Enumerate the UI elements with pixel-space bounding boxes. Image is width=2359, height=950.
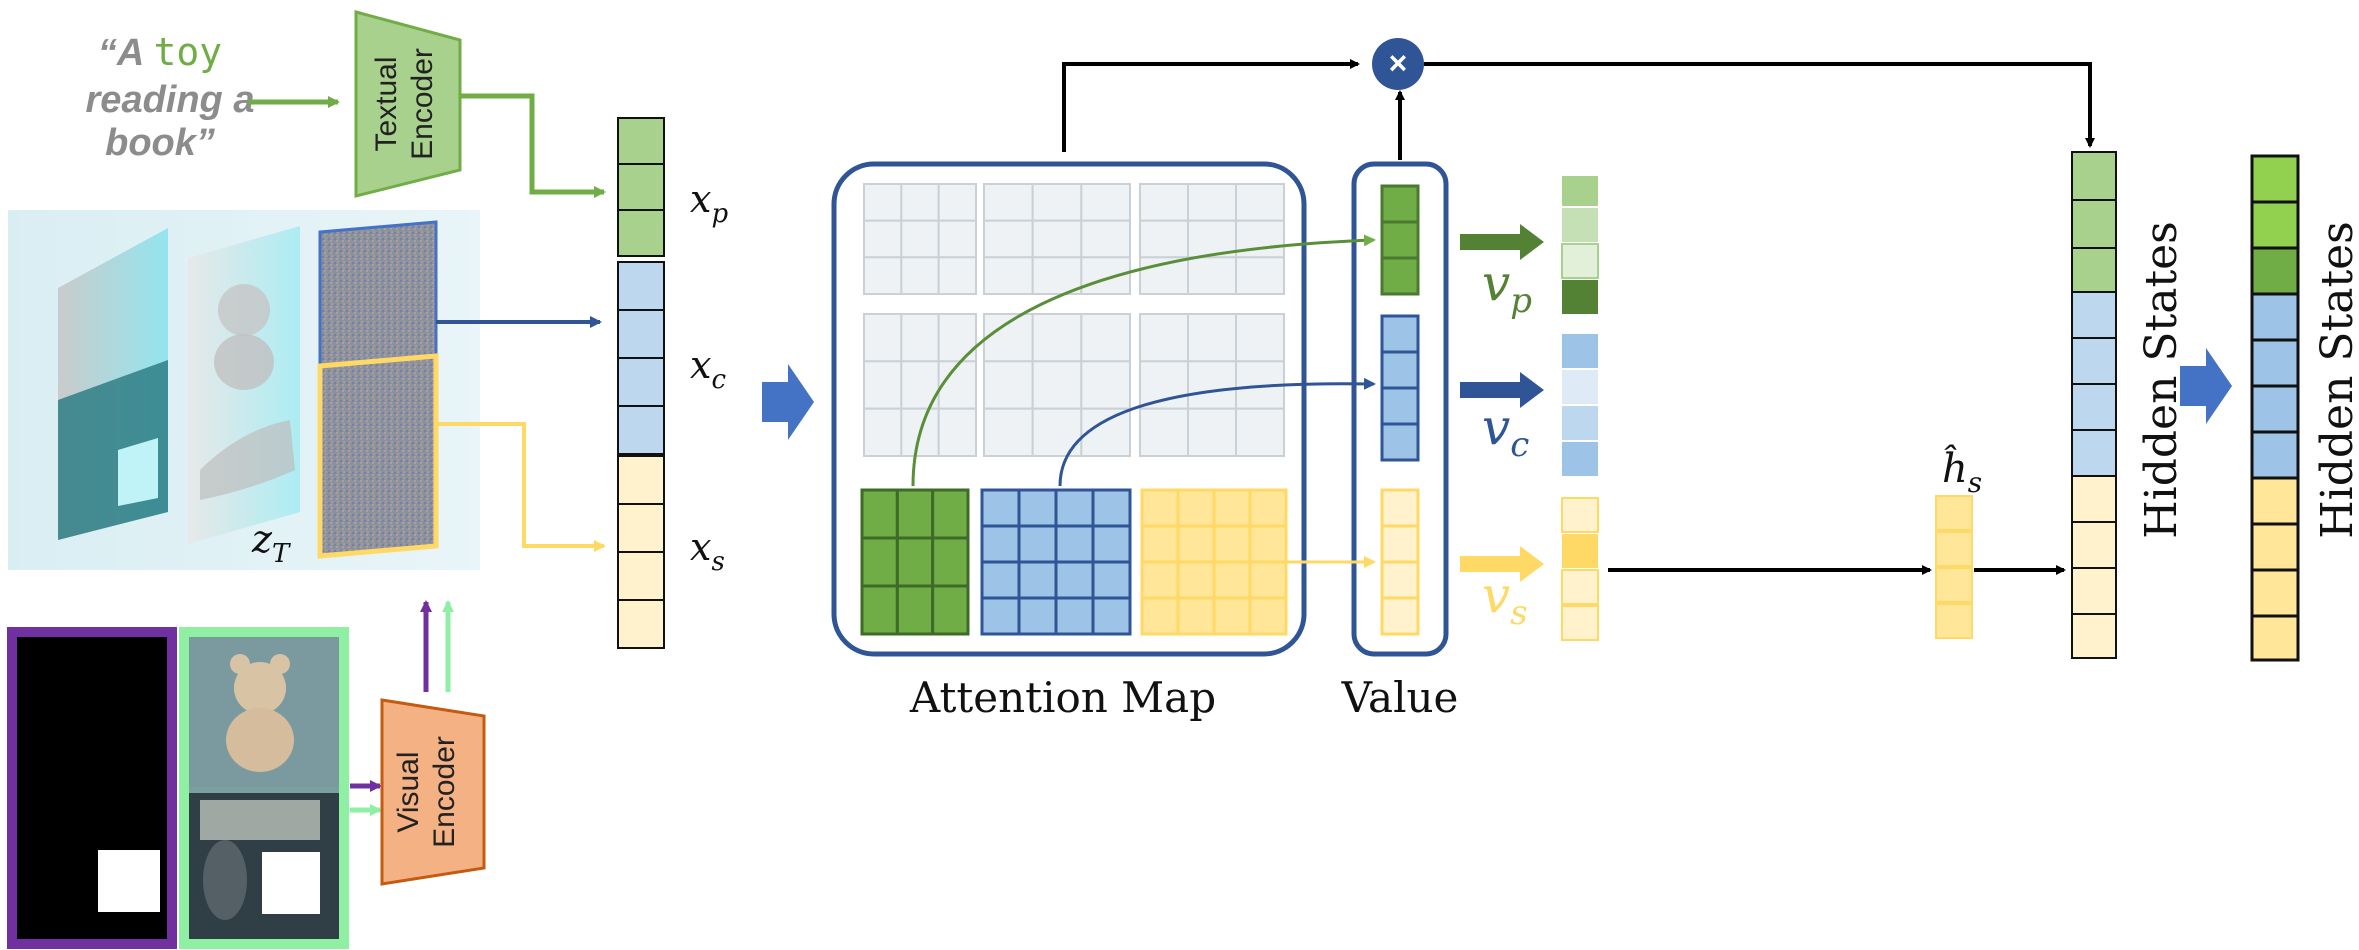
xs-base: x bbox=[690, 525, 711, 569]
faded-block bbox=[983, 183, 1132, 296]
weighted-strip-s bbox=[1561, 497, 1599, 641]
multiply-to-hidden-arrow bbox=[1424, 62, 2095, 148]
svg-text:vp: vp bbox=[1482, 254, 1532, 321]
visual-encoder-line1: Visual bbox=[392, 751, 425, 832]
faded-block bbox=[863, 313, 978, 457]
hidden-states-column-1 bbox=[2071, 151, 2117, 659]
xp-sub: p bbox=[711, 199, 728, 229]
faded-block bbox=[863, 183, 978, 296]
svg-text:xs: xs bbox=[690, 525, 725, 577]
vs-sub: s bbox=[1510, 593, 1527, 633]
curve-blue bbox=[1058, 377, 1376, 487]
attention-block-s bbox=[1140, 488, 1288, 636]
prompt-open: “A bbox=[98, 32, 143, 74]
svg-text:“A toy: “A toy bbox=[98, 30, 222, 74]
weighted-strip-p bbox=[1561, 176, 1599, 314]
mask-image bbox=[7, 627, 177, 949]
prompt-line-3: book” bbox=[105, 122, 215, 164]
token-column bbox=[617, 117, 665, 649]
prompt-line-2: reading a bbox=[86, 79, 255, 121]
masked-image bbox=[179, 627, 349, 949]
latent-to-xs-arrow bbox=[436, 422, 606, 552]
hidden-states-column-2 bbox=[2250, 154, 2300, 662]
faded-block bbox=[1139, 183, 1285, 296]
attention-block-c bbox=[980, 488, 1132, 636]
textual-encoder-line1: Textual bbox=[370, 56, 403, 151]
vs-arrow bbox=[1460, 546, 1544, 582]
block-arrow-attention bbox=[762, 364, 814, 440]
svg-text:ĥs: ĥs bbox=[1942, 445, 1982, 499]
curve-green bbox=[911, 234, 1376, 487]
hidden-states-label-2: Hidden States bbox=[2312, 221, 2359, 539]
token-group-p bbox=[617, 117, 665, 257]
multiply-node bbox=[1372, 38, 1424, 90]
svg-text:xc: xc bbox=[690, 343, 726, 395]
token-group-c bbox=[617, 261, 665, 455]
hidden-states-label-1: Hidden States bbox=[2136, 221, 2187, 539]
latent-z: z bbox=[251, 517, 273, 561]
vc-arrow bbox=[1460, 372, 1544, 408]
attention-map-label: Attention Map bbox=[909, 673, 1216, 722]
vs-base: v bbox=[1482, 566, 1510, 624]
h-hat-base: ĥ bbox=[1942, 445, 1968, 492]
vc-base: v bbox=[1482, 398, 1510, 456]
value-tokens-c bbox=[1380, 314, 1420, 462]
visual-encoder-line2: Encoder bbox=[428, 736, 461, 848]
attention-faded-blocks bbox=[863, 183, 1285, 457]
svg-text:vs: vs bbox=[1482, 566, 1528, 633]
vp-sub: p bbox=[1510, 281, 1532, 321]
attention-block-p bbox=[860, 488, 970, 636]
latent-z-sub: T bbox=[272, 539, 291, 569]
svg-text:zT: zT bbox=[251, 517, 291, 569]
latent-panel: zT bbox=[8, 210, 480, 570]
attention-map-frame bbox=[831, 161, 1307, 657]
multiply-symbol: × bbox=[1389, 45, 1408, 81]
prompt-token-toy: toy bbox=[153, 30, 222, 74]
xc-sub: c bbox=[711, 365, 726, 395]
h-hat-sub: s bbox=[1968, 466, 1982, 499]
attention-active-blocks bbox=[860, 488, 1288, 636]
xs-sub: s bbox=[711, 547, 724, 577]
token-group-s bbox=[617, 455, 665, 649]
value-tokens-p bbox=[1380, 184, 1420, 296]
faded-block bbox=[983, 313, 1132, 457]
textual-encoder-line2: Encoder bbox=[406, 48, 439, 160]
vp-base: v bbox=[1482, 254, 1510, 312]
vp-arrow bbox=[1460, 224, 1544, 260]
svg-text:vc: vc bbox=[1482, 398, 1529, 465]
xc-base: x bbox=[690, 343, 711, 387]
textual-encoder: Textual Encoder bbox=[354, 10, 462, 198]
block-arrow-hidden bbox=[2180, 348, 2232, 424]
xp-base: x bbox=[690, 177, 711, 221]
attention-to-multiply-arrow bbox=[1062, 59, 1360, 152]
weighted-strip-c bbox=[1562, 334, 1598, 476]
visual-encoder: Visual Encoder bbox=[380, 698, 486, 886]
h-hat-column bbox=[1935, 495, 1973, 639]
value-frame bbox=[1351, 161, 1449, 657]
value-label: Value bbox=[1341, 673, 1459, 722]
text-to-xp-arrow bbox=[460, 93, 606, 198]
vc-sub: c bbox=[1510, 425, 1529, 465]
value-tokens-s bbox=[1380, 488, 1420, 636]
svg-text:xp: xp bbox=[690, 177, 728, 229]
text-prompt: “A toy reading a book” bbox=[86, 30, 255, 164]
